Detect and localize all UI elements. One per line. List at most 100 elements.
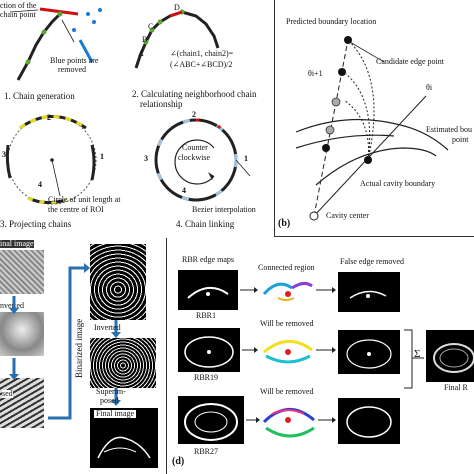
- candidate-point-3: [325, 125, 335, 135]
- step1-label: 1. Chain generation: [4, 91, 75, 101]
- original-image-thumb: [0, 250, 44, 294]
- chain4-num-1: 1: [244, 154, 248, 163]
- final-image-label: Final image: [94, 409, 136, 419]
- ccw-label-2: clockwise: [178, 153, 210, 162]
- top-text-2: chain point: [0, 10, 36, 19]
- chain-num-4: 4: [38, 180, 42, 189]
- chain-num-3: 3: [2, 150, 6, 159]
- step3-label: 3. Projecting chains: [0, 219, 72, 229]
- bezier-label: Bezier interpolation: [192, 205, 256, 214]
- ccw-arrow: [174, 139, 215, 185]
- sed-label: sed: [2, 389, 13, 399]
- panel-b-drawing: [295, 36, 449, 221]
- candidate-point-4: [322, 144, 330, 152]
- chain4-num-4: 4: [182, 186, 186, 195]
- estimated-label-2: point: [452, 135, 469, 144]
- theta-i-label: θi: [426, 83, 433, 92]
- cavity-center: [309, 211, 319, 221]
- candidate-point-1: [338, 68, 346, 76]
- final-image-thumb: Final image: [90, 408, 158, 468]
- final-r-label: Final R: [444, 383, 468, 392]
- projected-chain-2: [19, 115, 87, 130]
- projected-chain-1: [90, 144, 96, 181]
- candidate-point-2: [331, 97, 341, 107]
- panel-d-label: (d): [172, 456, 185, 467]
- rbr1-label: RBR1: [196, 311, 217, 320]
- blue-note-2: removed: [58, 65, 86, 74]
- panel-d-arrows: [240, 281, 424, 438]
- binarized-thumb: [90, 244, 146, 320]
- rbr27-label: RBR27: [194, 447, 219, 456]
- sum-symbol: Σ: [414, 348, 421, 360]
- binarized-label: Binarized image: [74, 318, 84, 378]
- chain-num-2: 2: [47, 113, 51, 122]
- inverted-left-label: nverted: [0, 301, 24, 310]
- estimated-label-1: Estimated bou: [426, 125, 472, 134]
- panel-c-arrows: [9, 263, 121, 420]
- divider-horizontal: [274, 236, 474, 237]
- ccw-label-1: Counter: [182, 143, 208, 152]
- rbr19-label: RBR19: [194, 373, 219, 382]
- superimposed-label-2: posed: [100, 396, 119, 405]
- letter-d: D: [174, 3, 180, 12]
- panel-b-label: (b): [278, 218, 291, 229]
- false-removed-3-thumb: [338, 398, 400, 444]
- cavity-label: Cavity center: [326, 211, 369, 220]
- final-r-thumb: [426, 330, 474, 382]
- inverted-label: Inverted: [94, 323, 121, 332]
- rbr-maps-label: RBR edge maps: [182, 255, 234, 264]
- false-removed-2-thumb: [338, 330, 400, 374]
- letter-b: B: [142, 35, 148, 44]
- chain4-num-2: 2: [192, 110, 196, 119]
- predicted-label: Predicted boundary location: [286, 17, 377, 26]
- theta-i1-label: θi+1: [308, 69, 323, 78]
- blue-removed-segment: [78, 39, 94, 63]
- chain4-num-3: 3: [144, 154, 148, 163]
- connected-region-1: [262, 282, 293, 296]
- step2-label-2: relationship: [140, 99, 183, 109]
- actual-boundary: [315, 147, 437, 186]
- false-removed-1-thumb: [338, 272, 400, 312]
- superimposed-label-1: Superim-: [96, 387, 126, 396]
- panel-d: RBR edge maps Connected region False edg…: [168, 238, 474, 474]
- final-image-strokes: [97, 436, 151, 459]
- circle-note-2: the centre of ROI: [48, 205, 104, 214]
- orig-label: inal image: [0, 239, 34, 249]
- inverted-binarized-thumb: [90, 338, 156, 388]
- superimposed-thumb: [0, 378, 44, 428]
- step4-label: 4. Chain linking: [176, 219, 235, 229]
- blue-note-1: Blue points are: [50, 56, 99, 65]
- top-text-1: ction of the: [0, 1, 37, 10]
- connected-region-2: [263, 340, 313, 354]
- rbr1-thumb: [178, 270, 238, 310]
- false-removed-label: False edge removed: [340, 257, 404, 266]
- rbr19-thumb: [178, 328, 240, 372]
- circle-note-1: Circle of unit length at: [48, 195, 121, 204]
- panel-a-drawing: [5, 7, 251, 205]
- predicted-point: [344, 36, 352, 44]
- rbr27-thumb: [178, 396, 244, 444]
- divider-vertical-bottom: [166, 238, 167, 474]
- chain-1-line: [16, 12, 62, 81]
- candidate-arrow-1: [349, 41, 375, 161]
- boundary-point: [364, 156, 372, 164]
- unit-circle: [7, 115, 97, 205]
- connected-label: Connected region: [258, 263, 315, 272]
- candidate-label: Candidate edge point: [376, 57, 444, 66]
- will-removed-1: Will be removed: [260, 319, 314, 328]
- actual-label: Actual cavity boundary: [360, 179, 436, 188]
- panel-b: Predicted boundary location Candidate ed…: [276, 0, 474, 236]
- inverted-thumb: [0, 312, 44, 356]
- formula-2: (∠ABC+∠BCD)/2: [170, 60, 233, 69]
- letter-a: A: [138, 49, 144, 58]
- divider-vertical-top: [274, 0, 275, 236]
- formula-1: ∠(chain1, chain2)=: [170, 49, 234, 58]
- chain-num-1: 1: [100, 152, 104, 161]
- letter-c: C: [148, 22, 154, 31]
- step2-label-1: 2. Calculating neighborhood chain: [132, 89, 257, 99]
- panel-a: ction of the chain point Blue points are…: [0, 0, 272, 232]
- red-chain-segment: [39, 7, 79, 16]
- panel-c: inal image nverted sed Binarized image I…: [0, 238, 166, 474]
- estimated-boundary: [295, 118, 449, 151]
- will-removed-2: Will be removed: [260, 387, 314, 396]
